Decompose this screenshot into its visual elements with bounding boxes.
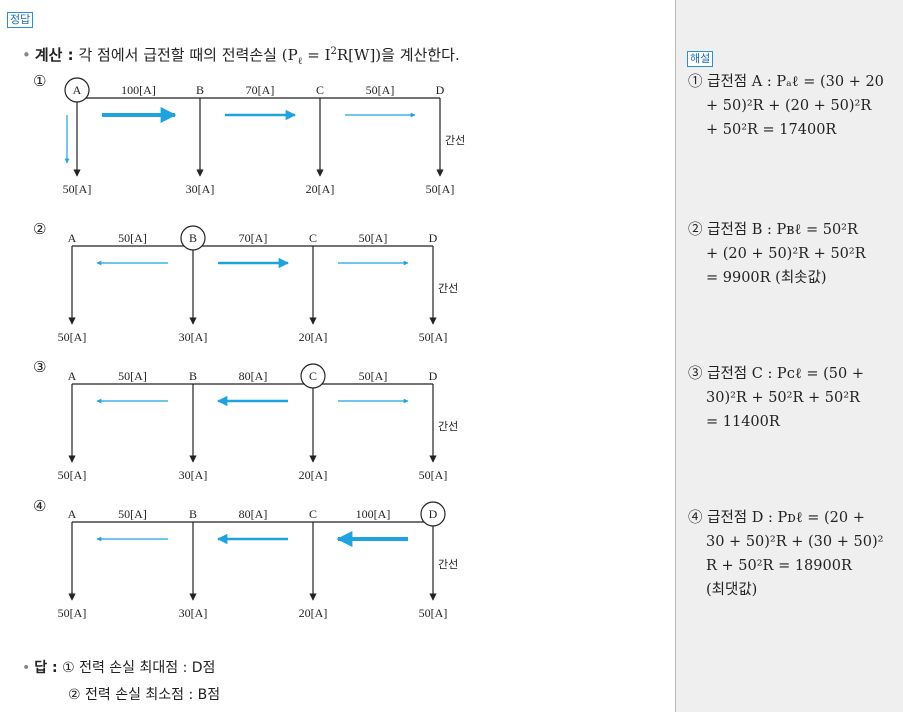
node-label-a: A: [68, 369, 77, 383]
bullet-icon: •: [22, 46, 31, 64]
node-label-a: A: [68, 507, 77, 521]
segment-current-label: 50[A]: [366, 83, 395, 97]
explanation-line: = 9900R (최솟값): [706, 270, 827, 286]
diagram-number: ③: [33, 358, 47, 376]
feeder-label: 간선: [445, 134, 465, 147]
load-current-label: 20[A]: [299, 606, 328, 620]
explanation-line: + 50²R = 17400R: [706, 122, 837, 138]
load-current-label: 50[A]: [419, 330, 448, 344]
node-label-c: C: [316, 83, 324, 97]
answer-min: ② 전력 손실 최소점 : B점: [68, 687, 221, 703]
explanation-line: R + 50²R = 18900R: [706, 558, 852, 574]
segment-current-label: 80[A]: [239, 507, 268, 521]
load-current-label: 50[A]: [426, 182, 455, 196]
segment-current-label: 80[A]: [239, 369, 268, 383]
segment-current-label: 70[A]: [239, 231, 268, 245]
calc-text: 각 점에서 급전할 때의 전력손실: [78, 46, 277, 64]
node-label-d: D: [429, 507, 438, 521]
feed-point-circle: [180, 225, 206, 251]
load-current-label: 50[A]: [58, 330, 87, 344]
diagram-number: ④: [33, 497, 47, 515]
load-current-label: 20[A]: [306, 182, 335, 196]
segment-current-label: 50[A]: [118, 231, 147, 245]
segment-current-label: 50[A]: [118, 369, 147, 383]
explanation-line: ④ 급전점 D : Pᴅℓ = (20 +: [688, 510, 865, 526]
answer-max: ① 전력 손실 최대점 : D점: [62, 660, 216, 676]
explanation-line: ③ 급전점 C : Pᴄℓ = (50 +: [688, 366, 864, 382]
calc-formula: (Pℓ = I2R[W]): [281, 46, 382, 67]
segment-current-label: 100[A]: [121, 83, 156, 97]
explanation-line: (최댓값): [706, 582, 758, 598]
segment-current-label: 50[A]: [359, 369, 388, 383]
calc-statement: •계산 : 각 점에서 급전할 때의 전력손실 (Pℓ = I2R[W])을 계…: [22, 44, 460, 67]
node-label-b: B: [189, 231, 197, 245]
feed-point-circle: [64, 77, 90, 103]
feeder-label: 간선: [438, 558, 458, 571]
load-current-label: 50[A]: [63, 182, 92, 196]
load-current-label: 30[A]: [179, 606, 208, 620]
explanation-3: ③ 급전점 C : Pᴄℓ = (50 + 30)²R + 50²R + 50²R…: [688, 362, 864, 434]
load-current-label: 30[A]: [179, 468, 208, 482]
load-current-label: 20[A]: [299, 330, 328, 344]
diagram-number: ①: [33, 72, 47, 90]
load-current-label: 30[A]: [186, 182, 215, 196]
explanation-panel: [675, 0, 903, 712]
answer-line-1: •답 : ① 전력 손실 최대점 : D점: [22, 657, 215, 677]
explanation-line: = 11400R: [706, 414, 780, 430]
explanation-1: ① 급전점 A : Pₐℓ = (30 + 20 + 50)²R + (20 + …: [688, 70, 884, 142]
explanation-tag: 해설: [687, 51, 714, 67]
node-label-c: C: [309, 369, 317, 383]
node-label-c: C: [309, 507, 317, 521]
explanation-line: + 50)²R + (20 + 50)²R: [706, 98, 872, 114]
answer-prefix: 답 :: [34, 660, 58, 676]
feeder-diagram-2: 50[A] A 30[A] B 20[A] C 50[A] D 간선 50[A] 70[A] 50[A…: [58, 225, 458, 344]
load-current-label: 50[A]: [58, 606, 87, 620]
node-label-a: A: [68, 231, 77, 245]
load-current-label: 50[A]: [58, 468, 87, 482]
calc-suffix: 을 계산한다.: [381, 46, 460, 64]
node-label-d: D: [429, 369, 438, 383]
node-label-a: A: [73, 83, 82, 97]
answer-tag: 정답: [7, 12, 34, 28]
feeder-label: 간선: [438, 420, 458, 433]
load-current-label: 50[A]: [419, 468, 448, 482]
bullet-icon: •: [22, 660, 31, 676]
feed-point-circle: [300, 363, 326, 389]
load-current-label: 50[A]: [419, 606, 448, 620]
diagram-number: ②: [33, 220, 47, 238]
answer-line-2: ② 전력 손실 최소점 : B점: [68, 684, 220, 704]
segment-current-label: 50[A]: [118, 507, 147, 521]
feeder-label: 간선: [438, 282, 458, 295]
segment-current-label: 50[A]: [359, 231, 388, 245]
feeder-diagram-1: 50[A] A 30[A] B 20[A] C 50[A] D 간선 100[A] 70[A] 50[…: [63, 77, 465, 196]
explanation-line: + (20 + 50)²R + 50²R: [706, 246, 866, 262]
load-current-label: 20[A]: [299, 468, 328, 482]
feeder-diagram-4: 50[A] A 30[A] B 20[A] C 50[A] D 간선 50[A] 80[A] 100[…: [58, 501, 458, 620]
explanation-line: 30)²R + 50²R + 50²R: [706, 390, 860, 406]
node-label-b: B: [189, 369, 197, 383]
explanation-line: ② 급전점 B : Pʙℓ = 50²R: [688, 222, 858, 238]
explanation-2: ② 급전점 B : Pʙℓ = 50²R + (20 + 50)²R + 50²R…: [688, 218, 866, 290]
node-label-b: B: [189, 507, 197, 521]
node-label-b: B: [196, 83, 204, 97]
feeder-diagram-3: 50[A] A 30[A] B 20[A] C 50[A] D 간선 50[A] 80[A] 50[A…: [58, 363, 458, 482]
feed-point-circle: [420, 501, 446, 527]
node-label-d: D: [436, 83, 445, 97]
explanation-4: ④ 급전점 D : Pᴅℓ = (20 + 30 + 50)²R + (30 + …: [688, 506, 883, 602]
load-current-label: 30[A]: [179, 330, 208, 344]
segment-current-label: 100[A]: [356, 507, 391, 521]
node-label-d: D: [429, 231, 438, 245]
explanation-line: ① 급전점 A : Pₐℓ = (30 + 20: [688, 74, 884, 90]
node-label-c: C: [309, 231, 317, 245]
explanation-line: 30 + 50)²R + (30 + 50)²: [706, 534, 884, 550]
answer-panel: 정답 •계산 : 각 점에서 급전할 때의 전력손실 (Pℓ = I2R[W])…: [7, 12, 466, 704]
segment-current-label: 70[A]: [246, 83, 275, 97]
calc-prefix: 계산 :: [34, 46, 74, 64]
